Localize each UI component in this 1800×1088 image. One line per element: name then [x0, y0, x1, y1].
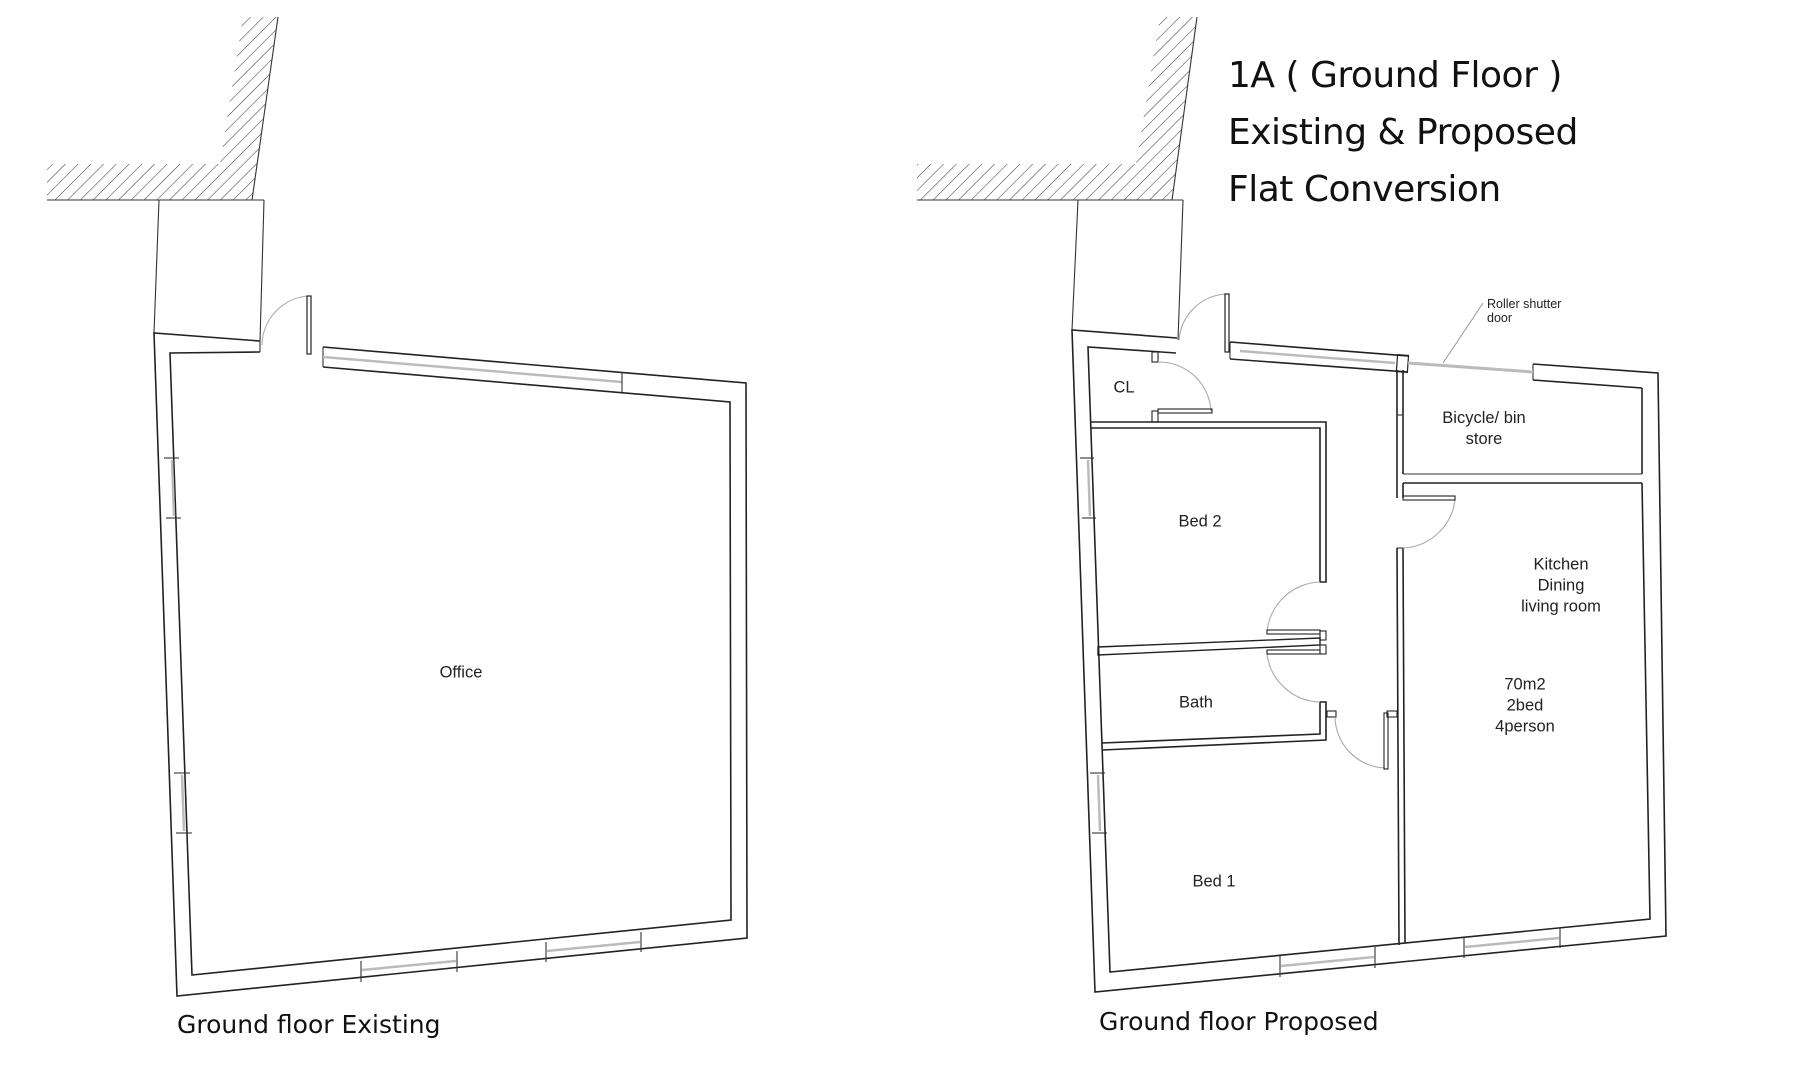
bicycle-store-line-2: store — [1465, 430, 1503, 448]
bicycle-store-line-1: Bicycle/ bin — [1442, 409, 1526, 427]
proposed-entry-passage — [1071, 199, 1184, 341]
proposed-doors — [1151, 293, 1456, 770]
kitchen-line-3: living room — [1521, 597, 1601, 616]
roller-shutter-door — [1407, 302, 1534, 374]
room-label-bed2: Bed 2 — [1178, 512, 1222, 531]
existing-entrance-door — [261, 295, 312, 355]
proposed-outer-walls — [1071, 329, 1667, 993]
existing-adjacent-wall-hatch — [47, 16, 279, 201]
drawing-title: 1A ( Ground Floor ) Existing & Proposed … — [1228, 47, 1578, 218]
kitchen-line-2: Dining — [1537, 576, 1585, 595]
kitchen-line-1: Kitchen — [1533, 555, 1589, 574]
annotation-line-1: Roller shutter — [1487, 297, 1562, 311]
title-line-1: 1A ( Ground Floor ) — [1228, 55, 1562, 96]
flat-beds: 2bed — [1506, 696, 1544, 715]
proposed-internal-walls — [1091, 370, 1642, 946]
room-label-bath: Bath — [1179, 693, 1213, 712]
flat-summary: 70m2 2bed 4person — [1495, 675, 1555, 738]
flat-area: 70m2 — [1504, 675, 1546, 694]
existing-entry-passage — [153, 199, 265, 342]
room-label-bed1: Bed 1 — [1192, 872, 1236, 891]
existing-windows — [164, 355, 642, 982]
flat-persons: 4person — [1495, 717, 1555, 736]
existing-plan — [47, 16, 748, 997]
room-label-office: Office — [439, 663, 483, 682]
proposed-plan-caption: Ground floor Proposed — [1099, 1007, 1379, 1036]
title-line-3: Flat Conversion — [1228, 169, 1501, 210]
proposed-adjacent-wall-hatch — [917, 16, 1198, 201]
proposed-plan — [917, 16, 1667, 993]
annotation-line-2: door — [1487, 311, 1513, 325]
room-label-bicycle-store: Bicycle/ bin store — [1442, 408, 1525, 450]
proposed-windows — [1080, 457, 1561, 977]
room-label-cl: CL — [1113, 378, 1135, 397]
title-line-2: Existing & Proposed — [1228, 112, 1578, 153]
roller-shutter-annotation: Roller shutter door — [1487, 297, 1561, 325]
room-label-kitchen: Kitchen Dining living room — [1521, 555, 1601, 618]
existing-plan-caption: Ground floor Existing — [177, 1010, 441, 1039]
